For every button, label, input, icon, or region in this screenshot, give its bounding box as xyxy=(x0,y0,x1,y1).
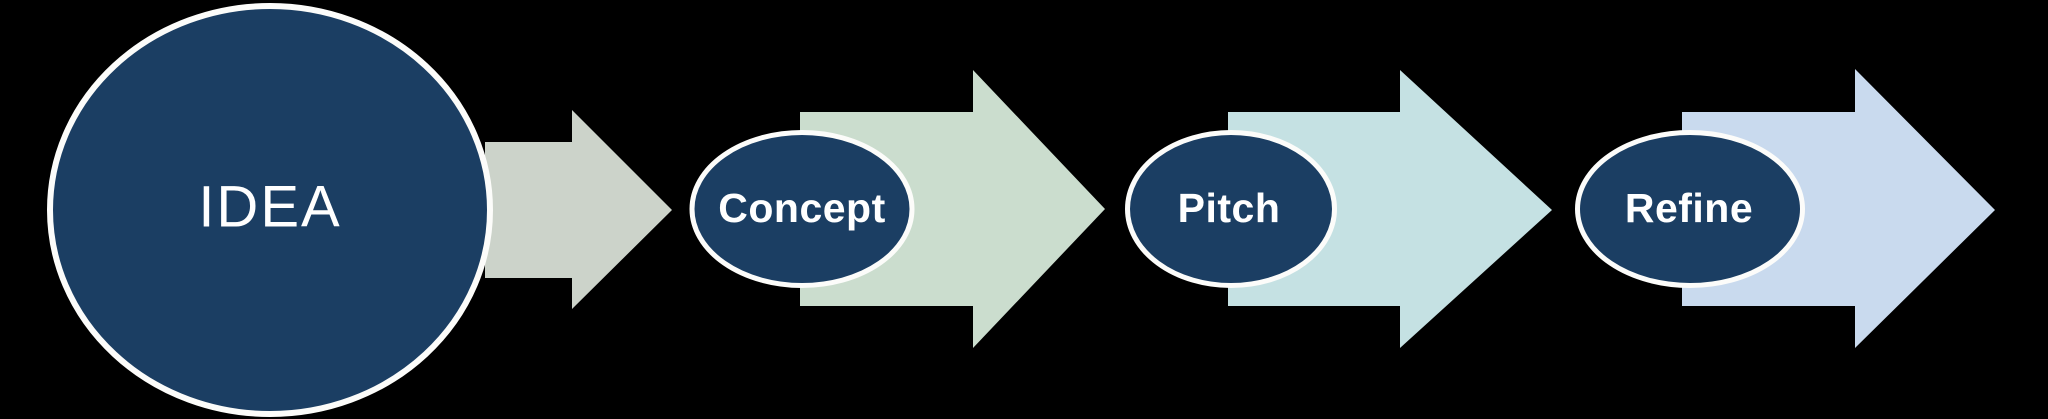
stage-node-refine xyxy=(1575,130,1805,288)
stage-node-idea xyxy=(47,3,493,417)
stage-label-idea: IDEA xyxy=(198,175,341,240)
stage-node-pitch xyxy=(1125,130,1337,288)
stage-label-concept: Concept xyxy=(718,185,886,231)
stage-node-concept xyxy=(689,130,915,288)
stage-label-refine: Refine xyxy=(1625,185,1753,231)
arrow-concept-to-pitch-icon xyxy=(800,70,1105,348)
stage-label-pitch: Pitch xyxy=(1178,185,1281,231)
arrow-idea-to-concept-icon xyxy=(485,110,672,309)
arrow-pitch-to-refine-icon xyxy=(1228,70,1552,348)
arrow-refine-onward-icon xyxy=(1682,69,1995,348)
